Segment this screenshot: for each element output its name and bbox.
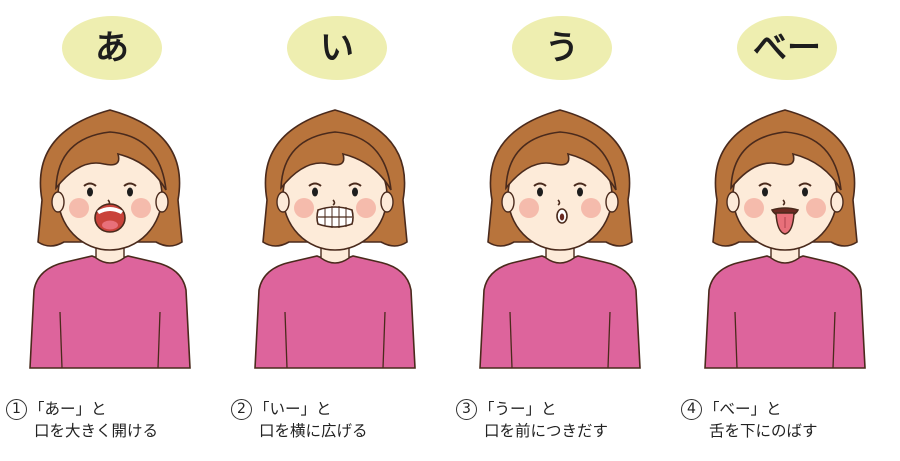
panel-u: う 3「うー」と 口を前につきだす (450, 0, 675, 461)
syllable-text: あ (95, 28, 129, 68)
panel-be: べー 4「べー」と 舌を下にのばす (675, 0, 900, 461)
caption-line1: 「べー」と (704, 400, 782, 418)
mouth-pursed (556, 208, 568, 224)
caption-line1: 「いー」と (254, 400, 332, 418)
caption-line2: 口を大きく開ける (34, 422, 159, 440)
girl-illustration (479, 109, 641, 369)
caption: 3「うー」と 口を前につきだす (456, 398, 675, 442)
caption-line2: 舌を下にのばす (709, 422, 818, 440)
caption: 4「べー」と 舌を下にのばす (681, 398, 900, 442)
syllable-text: べー (753, 28, 821, 68)
caption: 1「あー」と 口を大きく開ける (6, 398, 225, 442)
syllable-text: う (545, 28, 579, 68)
girl-illustration (254, 109, 416, 369)
girl-illustration (29, 109, 191, 369)
caption-line1: 「うー」と (479, 400, 557, 418)
mouth-wide (316, 206, 354, 228)
step-number: 3 (456, 399, 477, 420)
syllable-bubble: う (512, 16, 612, 80)
caption-line2: 口を横に広げる (259, 422, 368, 440)
step-number: 4 (681, 399, 702, 420)
syllable-bubble: い (287, 16, 387, 80)
mouth-open (94, 203, 126, 233)
caption: 2「いー」と 口を横に広げる (231, 398, 450, 442)
mouth-tongue (770, 207, 800, 235)
girl-illustration (704, 109, 866, 369)
step-number: 2 (231, 399, 252, 420)
syllable-bubble: あ (62, 16, 162, 80)
syllable-text: い (320, 28, 354, 68)
caption-line2: 口を前につきだす (484, 422, 609, 440)
syllable-bubble: べー (737, 16, 837, 80)
panel-i: い 2「いー」と 口を横に広げる (225, 0, 450, 461)
panel-a: あ 1「あー」と 口を大きく開ける (0, 0, 225, 461)
step-number: 1 (6, 399, 27, 420)
caption-line1: 「あー」と (29, 400, 107, 418)
